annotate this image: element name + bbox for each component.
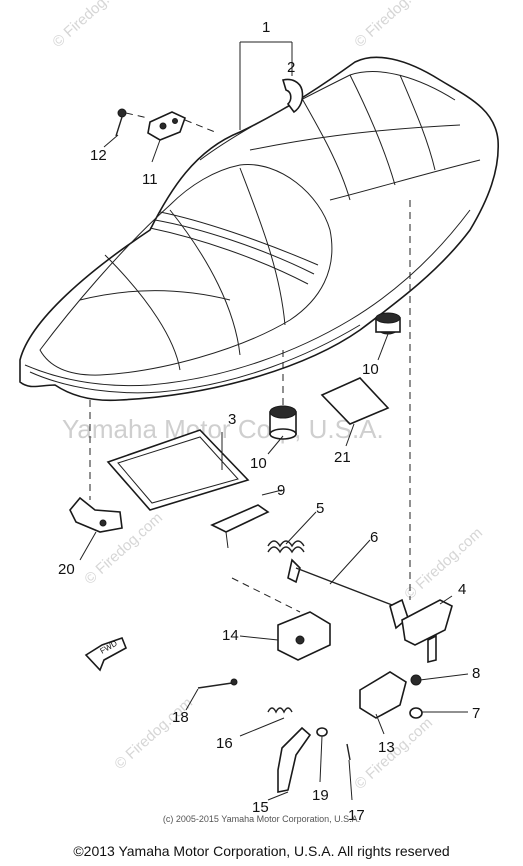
callout-10-right: 10 [362, 361, 379, 378]
callout-9: 9 [277, 482, 285, 499]
plate-9 [210, 504, 270, 549]
watermark-lower-right: © Firedog.com [401, 524, 486, 603]
callout-numbers: 1 2 3 4 5 6 7 8 9 10 10 11 12 13 14 15 1… [58, 19, 480, 824]
source-note: (c) 2005-2015 Yamaha Motor Corporation, … [162, 814, 361, 824]
seat-body [19, 56, 499, 402]
callout-19: 19 [312, 787, 329, 804]
seat-assembly [19, 56, 499, 402]
lock-cylinder [359, 671, 423, 719]
callout-15: 15 [252, 799, 269, 816]
seat-pad [320, 377, 390, 425]
callout-17: 17 [348, 807, 365, 824]
bolt-18 [197, 678, 238, 689]
callout-1: 1 [262, 19, 270, 36]
hook-bolt [115, 108, 149, 137]
callout-18: 18 [172, 709, 189, 726]
callout-20: 20 [58, 561, 75, 578]
callout-6: 6 [370, 529, 378, 546]
callout-3: 3 [228, 411, 236, 428]
fwd-arrow: FWD [84, 636, 128, 672]
callout-16: 16 [216, 735, 233, 752]
spring-5 [267, 540, 305, 584]
callout-11: 11 [142, 171, 158, 188]
watermark-bottom-left: © Firedog.com [111, 694, 196, 773]
seat-strap [281, 78, 304, 114]
washer-19 [316, 727, 328, 737]
seat-tray [89, 400, 250, 511]
callout-12: 12 [90, 147, 107, 164]
leader-lines [79, 41, 469, 801]
callout-21: 21 [334, 449, 351, 466]
callout-2: 2 [287, 59, 295, 76]
damper-right [375, 312, 401, 335]
watermark-top-right: © Firedog.com [351, 0, 436, 51]
bracket-20 [69, 496, 123, 533]
lever-15 [277, 726, 312, 793]
callout-13: 13 [378, 739, 395, 756]
spring-16 [267, 707, 293, 714]
callout-7: 7 [472, 705, 480, 722]
damper-center [269, 350, 297, 440]
callout-4: 4 [458, 581, 466, 598]
callout-8: 8 [472, 665, 480, 682]
seat-lock [231, 577, 331, 661]
callout-14: 14 [222, 627, 239, 644]
copyright-notice: ©2013 Yamaha Motor Corporation, U.S.A. A… [73, 843, 450, 859]
callout-10-center: 10 [250, 455, 267, 472]
callout-5: 5 [316, 500, 324, 517]
pin-17 [346, 743, 351, 761]
bracket-4 [401, 200, 453, 664]
watermark-center: Yamaha Motor Corp, U.S.A. [62, 414, 384, 444]
seat-hook [147, 111, 216, 141]
watermark-top-left: © Firedog.com [49, 0, 134, 51]
